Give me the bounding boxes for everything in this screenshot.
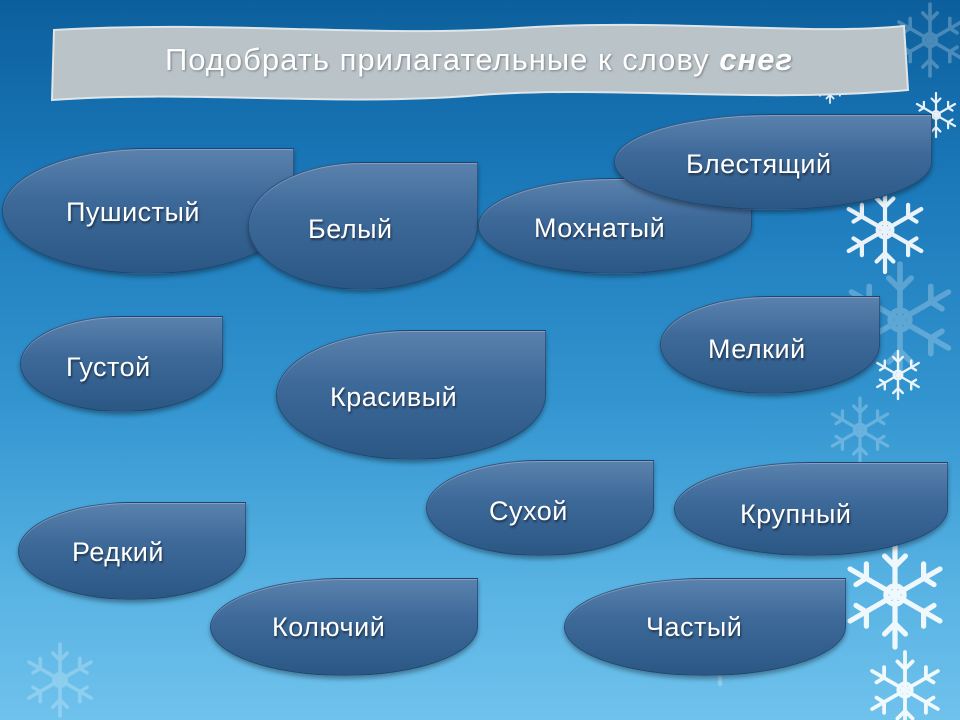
word-label-sukhoy: Сухой [489, 496, 568, 526]
word-label-belyy: Белый [308, 214, 393, 244]
word-label-redkiy: Редкий [72, 537, 164, 567]
word-drop-krasivyy[interactable] [276, 330, 546, 460]
word-label-chastyy: Частый [646, 612, 743, 642]
word-drop-kolyuchiy[interactable] [210, 578, 478, 676]
word-label-krupnyy: Крупный [740, 499, 852, 529]
word-drop-melkiy[interactable] [660, 296, 880, 394]
word-drop-chastyy[interactable] [564, 578, 846, 676]
word-label-pushistyy: Пушистый [66, 197, 201, 227]
word-label-mokhnatyy: Мохнатый [534, 213, 666, 243]
page-title: Подобрать прилагательные к слову снег [48, 42, 910, 78]
word-label-krasivyy: Красивый [330, 382, 458, 412]
word-drop-gustoy[interactable] [20, 316, 223, 412]
word-drop-krupnyy[interactable] [674, 462, 948, 556]
word-drop-blestyashchiy[interactable] [614, 114, 932, 210]
word-label-gustoy: Густой [66, 352, 151, 382]
title-text: Подобрать прилагательные к слову [164, 42, 720, 77]
word-drop-redkiy[interactable] [18, 502, 246, 600]
word-label-kolyuchiy: Колючий [272, 612, 386, 642]
word-label-melkiy: Мелкий [708, 334, 806, 364]
word-label-blestyashchiy: Блестящий [686, 149, 832, 179]
word-drop-belyy[interactable] [248, 162, 478, 290]
banner-shape [50, 23, 910, 102]
title-banner: Подобрать прилагательные к слову снег [48, 18, 910, 108]
word-drop-sukhoy[interactable] [426, 460, 654, 556]
title-emphasis-word: снег [719, 42, 794, 77]
word-drop-pushistyy[interactable] [2, 148, 294, 274]
